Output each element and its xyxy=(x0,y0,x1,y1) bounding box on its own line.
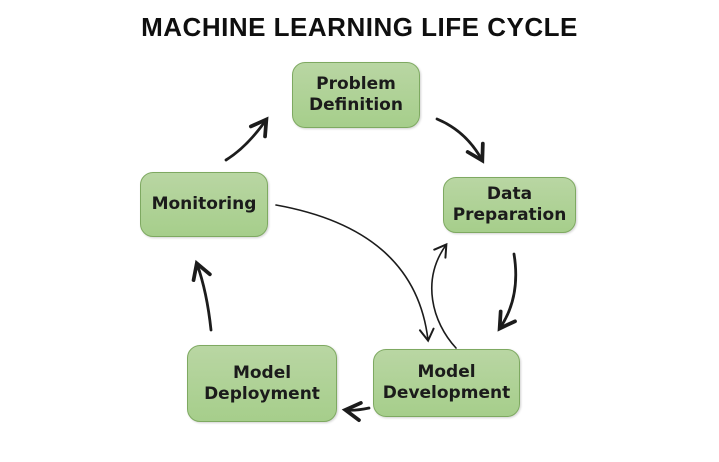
arrow-data-preparation-to-model-development xyxy=(497,252,518,332)
arrow-model-development-to-data-preparation xyxy=(431,242,457,349)
node-model-development: Model Development xyxy=(373,349,520,417)
arrow-problem-definition-to-data-preparation xyxy=(435,117,485,164)
arrow-monitoring-to-problem-definition xyxy=(224,116,269,162)
arrow-model-deployment-to-monitoring xyxy=(191,259,213,332)
node-label: Monitoring xyxy=(151,194,257,214)
arrow-monitoring-to-model-development xyxy=(275,204,435,343)
node-model-deployment: Model Deployment xyxy=(187,345,337,422)
node-data-preparation: Data Preparation xyxy=(443,177,576,233)
node-label: Data Preparation xyxy=(452,184,567,225)
arrow-model-development-to-model-deployment xyxy=(341,401,371,423)
node-label: Problem Definition xyxy=(309,74,403,115)
node-monitoring: Monitoring xyxy=(140,172,268,237)
node-label: Model Development xyxy=(382,362,511,403)
node-problem-definition: Problem Definition xyxy=(292,62,420,128)
node-label: Model Deployment xyxy=(204,362,320,404)
diagram-title: MACHINE LEARNING LIFE CYCLE xyxy=(141,12,578,42)
